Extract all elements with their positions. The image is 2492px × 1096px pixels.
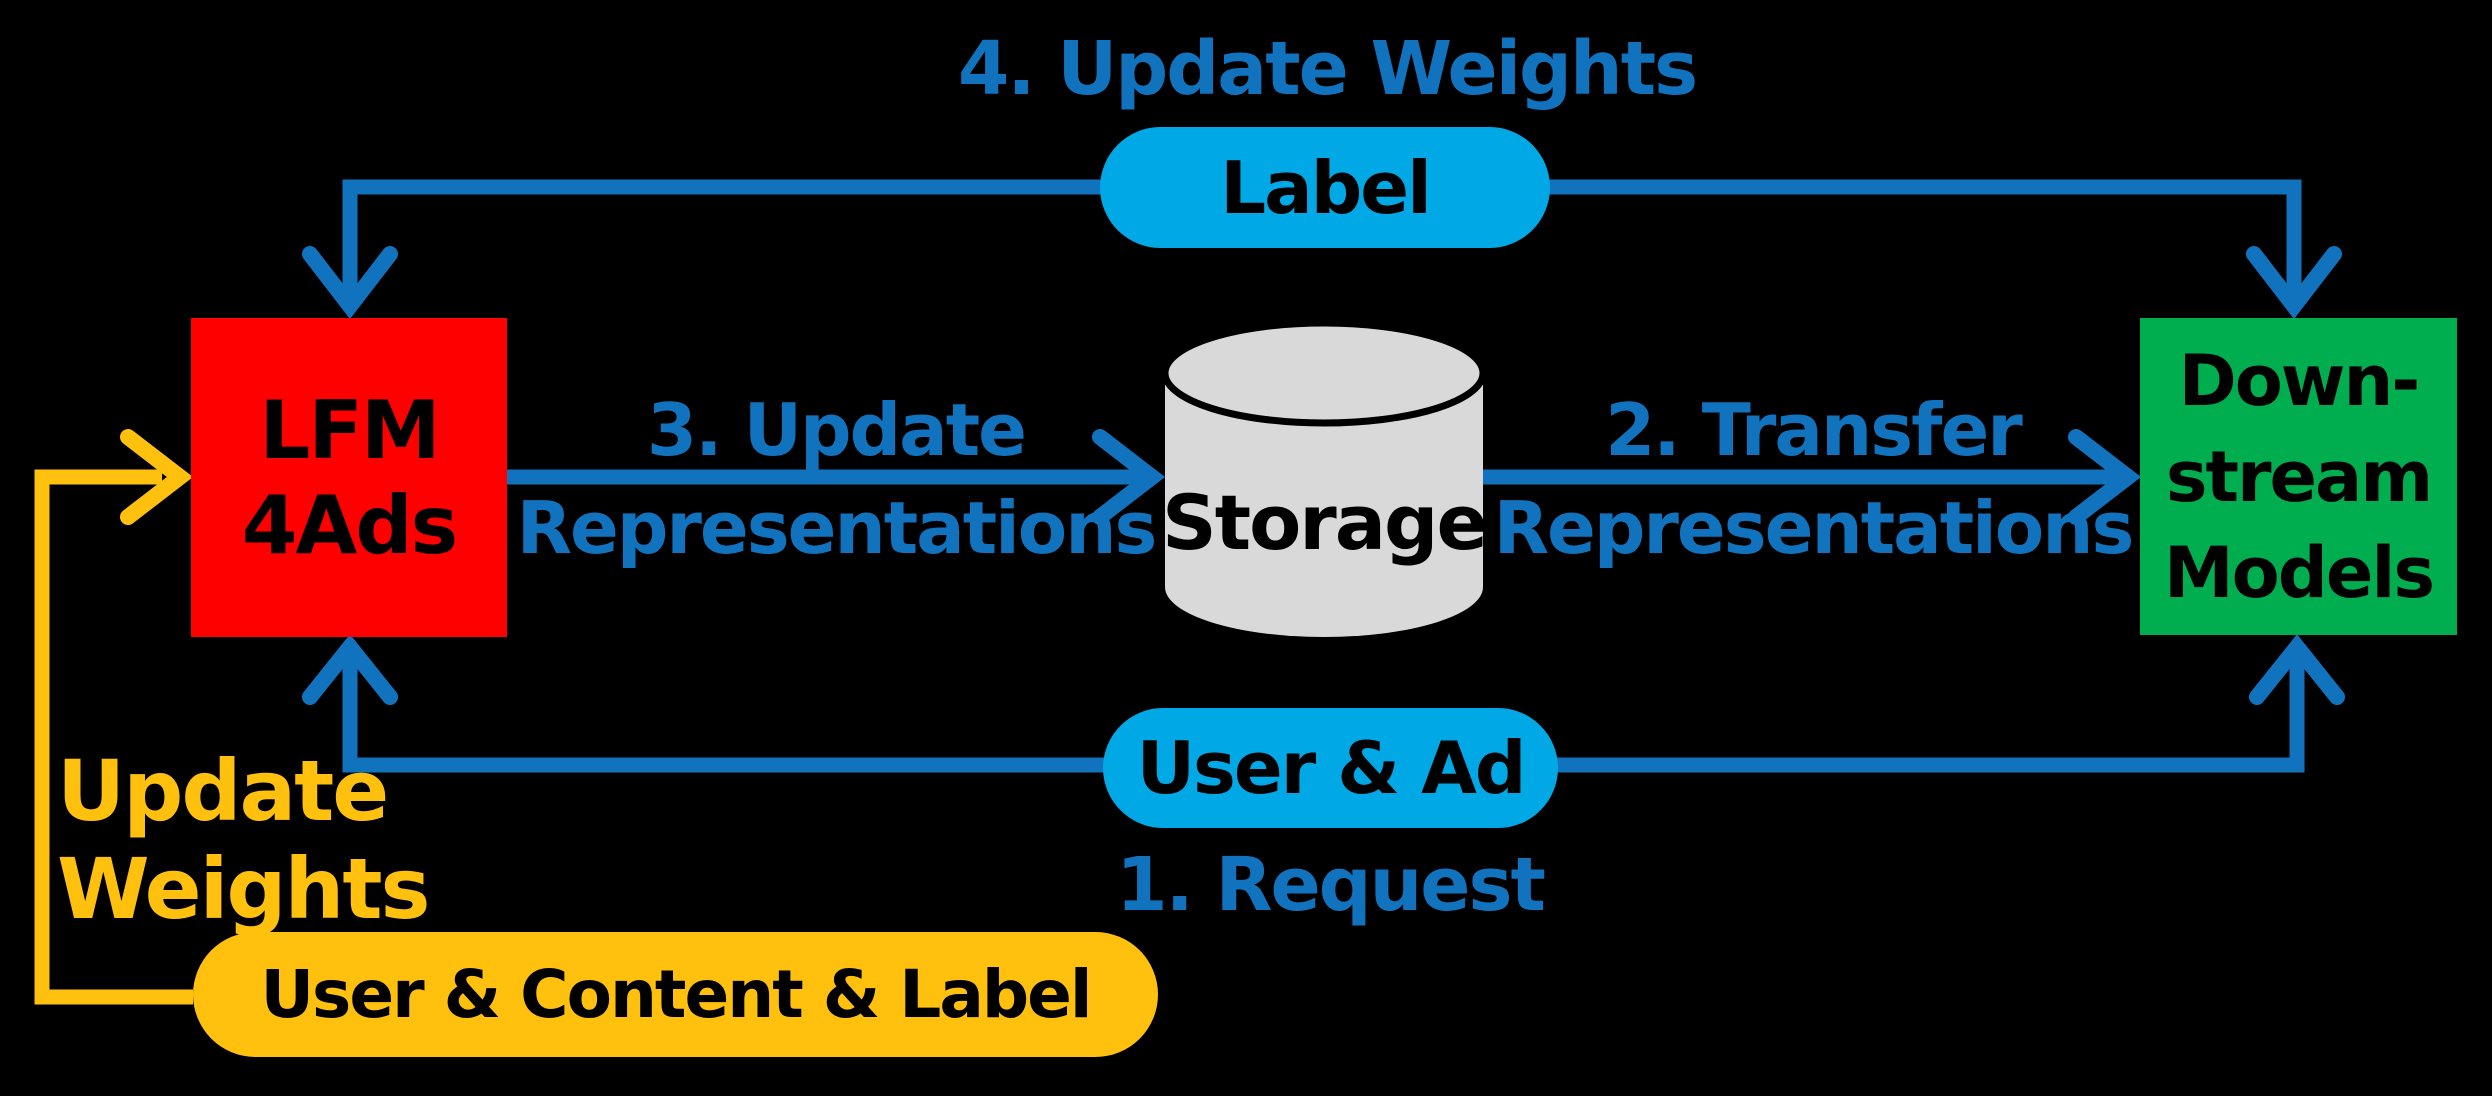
lfm4ads-node: LFM 4Ads bbox=[191, 318, 507, 637]
lfm4ads-label-line2: 4Ads bbox=[241, 478, 458, 572]
storage-cylinder-icon bbox=[1161, 319, 1487, 637]
arrowhead-right-into-downstream-icon bbox=[2068, 429, 2142, 525]
step4-update-weights-label: 4. Update Weights bbox=[957, 26, 1698, 112]
user-ad-pill: User & Ad bbox=[1103, 708, 1558, 828]
step2-representations-label: Representations bbox=[1493, 486, 2135, 570]
user-content-label-pill: User & Content & Label bbox=[193, 932, 1158, 1057]
arrowhead-down-into-lfm-icon bbox=[302, 246, 398, 320]
step3-update-label: 3. Update bbox=[647, 388, 1027, 472]
downstream-models-node: Down- stream Models bbox=[2140, 318, 2457, 635]
label-pill: Label bbox=[1100, 127, 1550, 248]
step2-transfer-label: 2. Transfer bbox=[1605, 388, 2023, 472]
loop-update-label: Update bbox=[57, 742, 389, 840]
step3-representations-label: Representations bbox=[516, 486, 1158, 570]
arrowhead-yellow-into-lfm-icon bbox=[120, 429, 194, 525]
step1-request-label: 1. Request bbox=[1116, 842, 1546, 928]
yellow-update-weights-line bbox=[34, 469, 193, 1005]
arrowhead-right-into-storage-icon bbox=[1092, 429, 1166, 525]
arrowhead-down-into-downstream-icon bbox=[2246, 246, 2342, 320]
storage-label: Storage bbox=[1162, 478, 1488, 567]
arrowhead-up-into-downstream-icon bbox=[2249, 634, 2345, 705]
downstream-label-line1: Down- bbox=[2178, 339, 2421, 422]
downstream-label-line2: stream bbox=[2165, 435, 2433, 518]
loop-weights-label: Weights bbox=[57, 840, 431, 938]
arrowhead-up-into-lfm-icon bbox=[302, 634, 398, 705]
lfm4ads-label-line1: LFM bbox=[259, 383, 440, 477]
downstream-label-line3: Models bbox=[2164, 531, 2435, 614]
